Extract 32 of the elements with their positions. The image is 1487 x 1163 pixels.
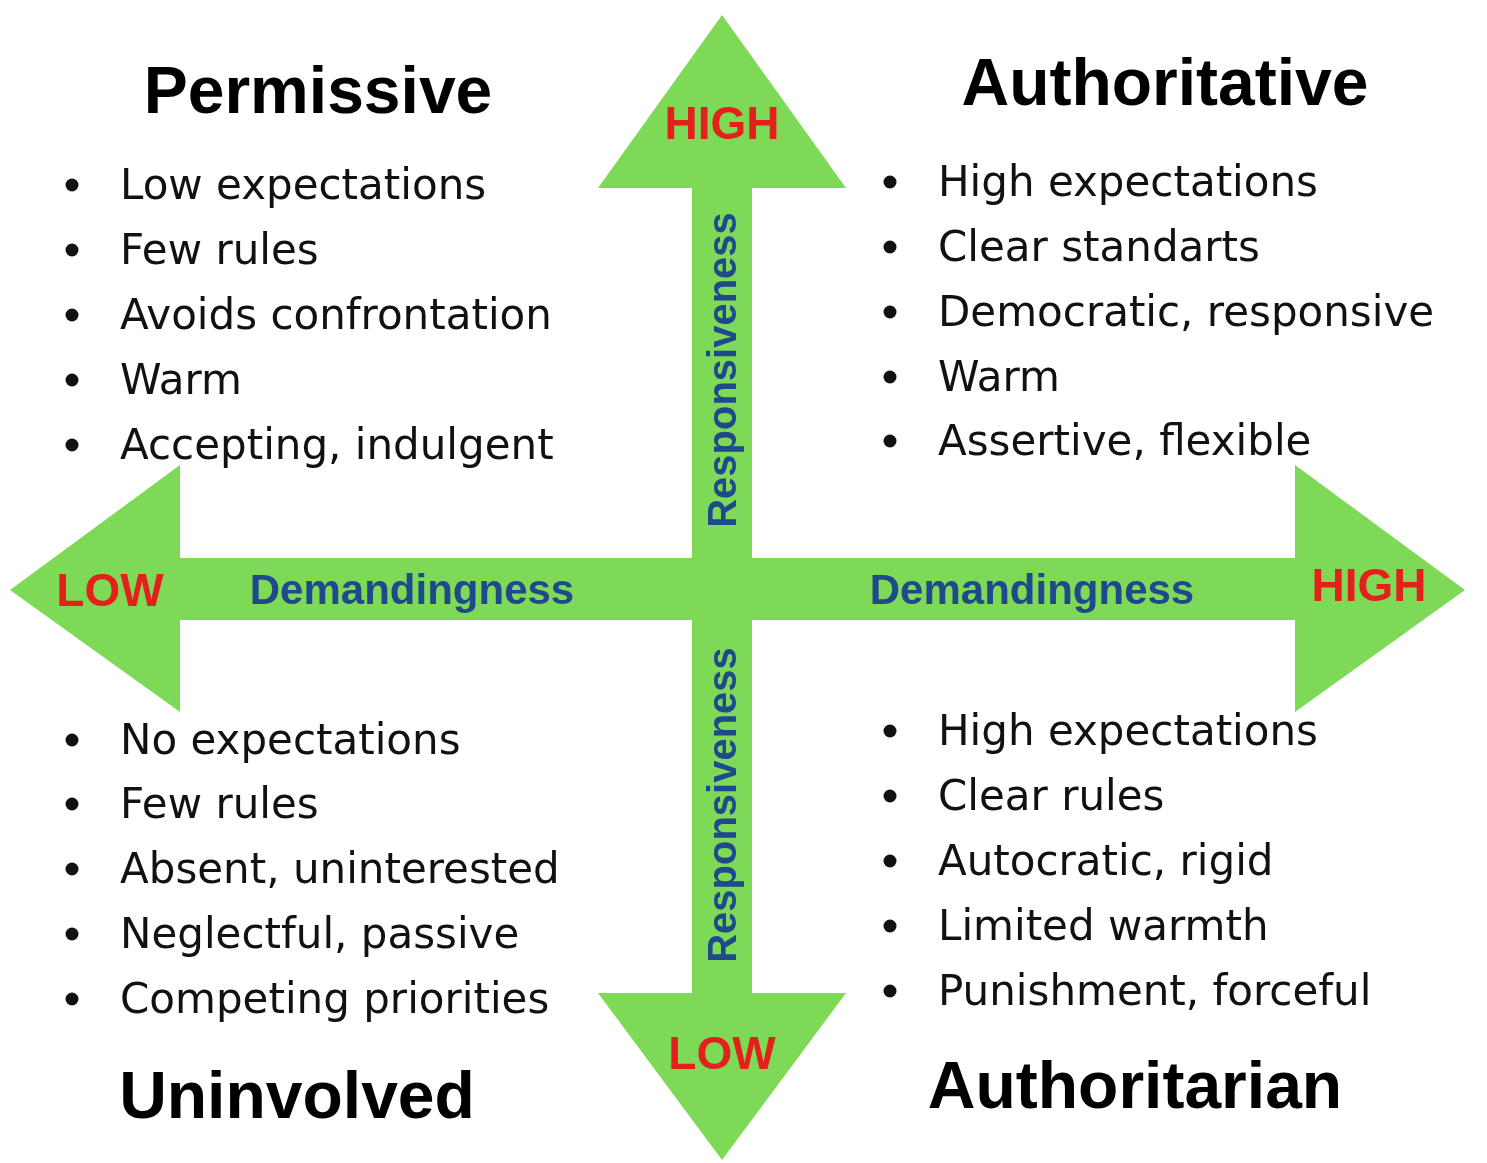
quadrant-heading: Uninvolved [119,1058,475,1132]
axis-level-label: LOW [668,1027,776,1079]
list-item: Absent, uninterested [120,845,560,893]
list-item: Few rules [120,226,319,274]
list-item: Few rules [120,780,319,828]
list-item: Limited warmth [938,902,1269,950]
axis-level-label: LOW [56,564,164,616]
list-item: Competing priorities [120,975,550,1023]
list-item: Warm [938,353,1061,401]
list-item: Low expectations [120,161,487,209]
list-item: Democratic, responsive [938,288,1435,336]
quadrant-heading: Authoritative [961,45,1369,119]
axis-level-label: HIGH [664,97,780,149]
list-item: Avoids confrontation [120,291,552,339]
axis-title: Demandingness [869,566,1195,614]
axis-title: Demandingness [249,566,575,614]
list-item: Assertive, flexible [938,417,1312,465]
quadrant-heading: Permissive [143,53,493,127]
axis-title: Responsiveness [700,212,744,528]
list-item: Punishment, forceful [938,967,1372,1015]
list-item: Neglectful, passive [120,910,520,958]
list-item: Accepting, indulgent [120,421,554,469]
list-item: Autocratic, rigid [938,837,1274,885]
quadrant-heading: Authoritarian [927,1048,1343,1122]
list-item: High expectations [938,707,1318,755]
axis-level-label: HIGH [1311,559,1427,611]
list-item: Clear standarts [938,223,1260,271]
axis-title: Responsiveness [700,647,744,963]
list-item: Clear rules [938,772,1165,820]
list-item: High expectations [938,158,1318,206]
list-item: Warm [120,356,243,404]
list-item: No expectations [120,716,461,764]
